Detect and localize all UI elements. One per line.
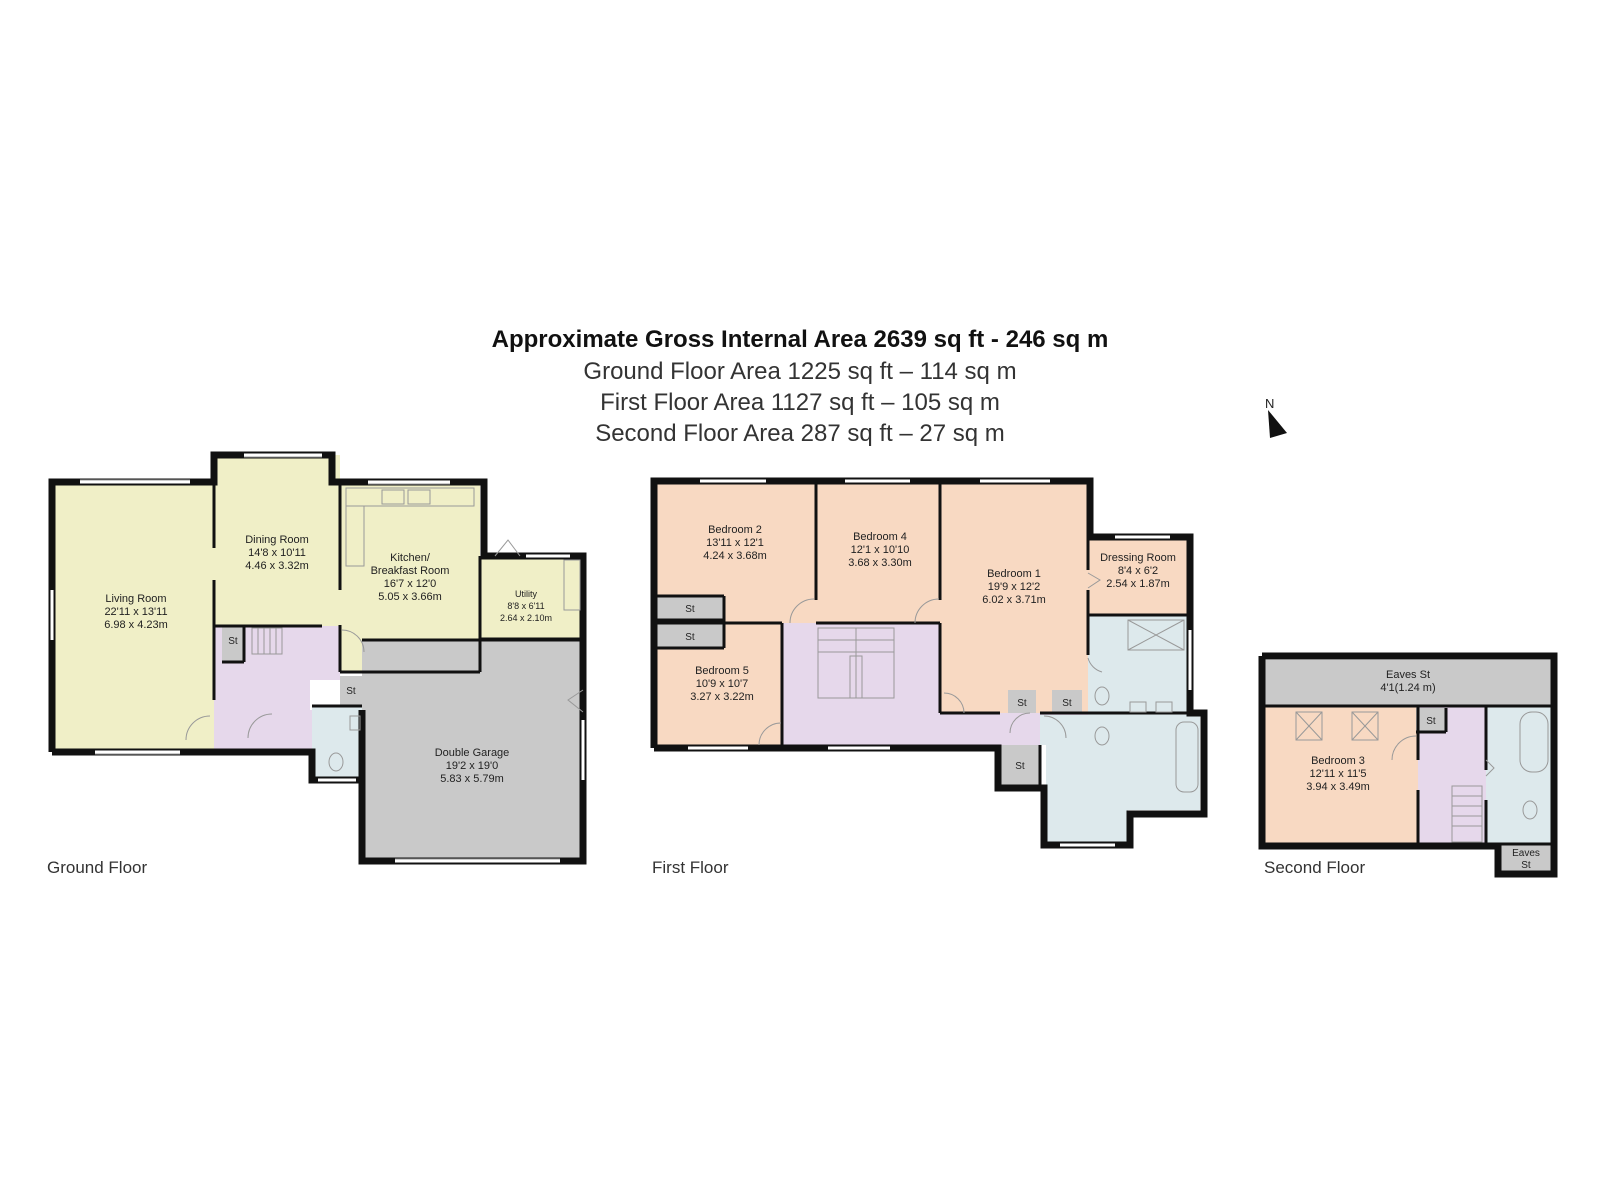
store-cupboard xyxy=(1008,690,1036,713)
ground-floor: Living Room 22'11 x 13'11 6.98 x 4.23m D… xyxy=(48,451,587,865)
store-cupboard xyxy=(1052,690,1082,713)
second-floor-label: Second Floor xyxy=(1264,858,1366,877)
eaves-storage-name: Eaves St xyxy=(1386,669,1430,681)
first-floor-label: First Floor xyxy=(652,858,729,877)
dining-room xyxy=(214,455,340,626)
eaves-storage-dim: 4'1(1.24 m) xyxy=(1380,682,1435,694)
garage-imperial: 19'2 x 19'0 xyxy=(446,760,499,772)
dressing-room-metric: 2.54 x 1.87m xyxy=(1106,578,1170,590)
garage-metric: 5.83 x 5.79m xyxy=(440,773,504,785)
north-arrow-icon: N xyxy=(1265,396,1287,438)
dining-room-imperial: 14'8 x 10'11 xyxy=(248,547,306,559)
store-label: St xyxy=(346,686,356,697)
bedroom-2-metric: 4.24 x 3.68m xyxy=(703,550,767,562)
second-floor: Eaves St 4'1(1.24 m) Bedroom 3 12'11 x 1… xyxy=(1258,652,1558,878)
store-label: St xyxy=(685,604,695,615)
dressing-room-imperial: 8'4 x 6'2 xyxy=(1118,565,1158,577)
store-label: St xyxy=(685,632,695,643)
kitchen-metric: 5.05 x 3.66m xyxy=(378,591,442,603)
bedroom-3-imperial: 12'11 x 11'5 xyxy=(1309,768,1366,780)
living-room-metric: 6.98 x 4.23m xyxy=(104,619,168,631)
first-floor-area: First Floor Area 1127 sq ft – 105 sq m xyxy=(600,389,1000,416)
bedroom-4-metric: 3.68 x 3.30m xyxy=(848,557,912,569)
bedroom-1-imperial: 19'9 x 12'2 xyxy=(988,581,1041,593)
living-room-imperial: 22'11 x 13'11 xyxy=(104,606,167,618)
bedroom-3-name: Bedroom 3 xyxy=(1311,755,1365,767)
bedroom-4-imperial: 12'1 x 10'10 xyxy=(851,544,910,556)
bedroom-2-imperial: 13'11 x 12'1 xyxy=(706,537,764,549)
store-label: St xyxy=(1062,698,1072,709)
bedroom-4 xyxy=(816,483,940,623)
compass-label: N xyxy=(1265,396,1274,411)
area-title: Approximate Gross Internal Area 2639 sq … xyxy=(491,326,1109,353)
store-cupboard xyxy=(1416,708,1446,732)
store-cupboard xyxy=(1000,745,1040,785)
cloakroom xyxy=(312,706,362,778)
store-cupboard xyxy=(656,596,724,620)
dining-room-metric: 4.46 x 3.32m xyxy=(245,560,309,572)
bedroom-1-name: Bedroom 1 xyxy=(987,568,1041,580)
eaves-storage-2 xyxy=(1500,844,1552,872)
utility-room xyxy=(480,556,583,639)
shower-room xyxy=(1486,706,1552,844)
dining-room-name: Dining Room xyxy=(245,534,309,546)
bedroom-5-name: Bedroom 5 xyxy=(695,665,749,677)
store-label: St xyxy=(1017,698,1027,709)
kitchen-imperial: 16'7 x 12'0 xyxy=(384,578,437,590)
store-label: St xyxy=(1015,761,1025,772)
eaves-store-label-1: Eaves xyxy=(1512,848,1540,859)
living-room-name: Living Room xyxy=(105,593,166,605)
landing xyxy=(782,623,1100,745)
bedroom-5-metric: 3.27 x 3.22m xyxy=(690,691,754,703)
kitchen-name-2: Breakfast Room xyxy=(371,565,450,577)
dressing-room-name: Dressing Room xyxy=(1100,552,1176,564)
ground-floor-label: Ground Floor xyxy=(47,858,148,877)
en-suite xyxy=(1088,615,1188,715)
store-cupboard xyxy=(340,676,362,706)
ground-floor-area: Ground Floor Area 1225 sq ft – 114 sq m xyxy=(583,358,1017,385)
store-cupboard xyxy=(222,626,244,662)
first-floor: Bedroom 2 13'11 x 12'1 4.24 x 3.68m Bedr… xyxy=(650,477,1208,849)
utility-metric: 2.64 x 2.10m xyxy=(500,613,552,623)
eaves-storage xyxy=(1264,660,1552,706)
utility-imperial: 8'8 x 6'11 xyxy=(507,601,544,611)
bedroom-3 xyxy=(1264,706,1418,844)
bedroom-5-imperial: 10'9 x 10'7 xyxy=(696,678,749,690)
bathroom xyxy=(1040,715,1200,842)
bedroom-3-metric: 3.94 x 3.49m xyxy=(1306,781,1370,793)
dressing-room xyxy=(1088,539,1188,615)
living-room xyxy=(52,482,214,750)
eaves-store-label-2: St xyxy=(1521,860,1531,871)
store-cupboard xyxy=(656,624,724,648)
double-garage xyxy=(362,640,583,859)
second-floor-area: Second Floor Area 287 sq ft – 27 sq m xyxy=(595,420,1005,447)
bedroom-1-metric: 6.02 x 3.71m xyxy=(982,594,1046,606)
bedroom-1 xyxy=(940,483,1088,713)
store-label: St xyxy=(1426,716,1436,727)
kitchen-name-1: Kitchen/ xyxy=(390,552,431,564)
utility-name: Utility xyxy=(515,589,537,599)
bedroom-2-name: Bedroom 2 xyxy=(708,524,762,536)
bedroom-4-name: Bedroom 4 xyxy=(853,531,907,543)
store-label: St xyxy=(228,636,238,647)
garage-name: Double Garage xyxy=(435,747,510,759)
